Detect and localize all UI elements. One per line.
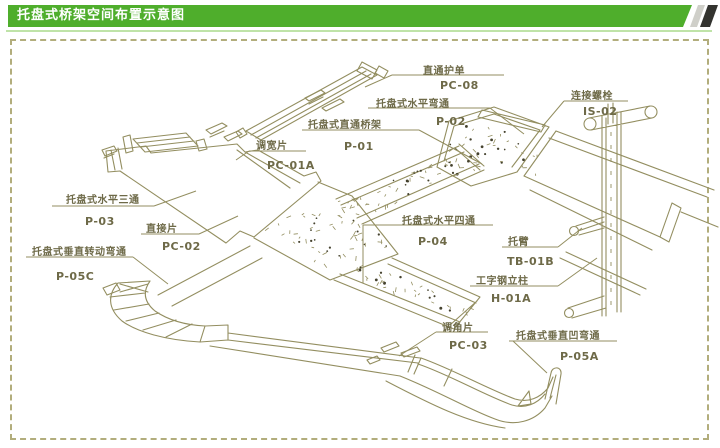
label-vertical-rotating-elbow-name: 托盘式垂直转动弯通	[32, 247, 127, 258]
curve-drawing	[102, 280, 422, 377]
label-horizontal-tee-code: P-03	[85, 215, 115, 228]
elbow-and-tray-drawing	[436, 106, 719, 296]
label-straight-tray-name: 托盘式直通桥架	[308, 120, 382, 131]
label-bracket-arm-name: 托臂	[508, 237, 529, 248]
label-horizontal-tee-name: 托盘式水平三通	[66, 195, 140, 206]
horizontal-cross-drawing	[157, 143, 485, 330]
label-vertical-rotating-elbow-code: P-05C	[56, 270, 95, 283]
perforation-speckles	[264, 124, 538, 316]
label-horizontal-cross-name: 托盘式水平四通	[402, 216, 476, 227]
label-direct-connect-piece-name: 直接片	[146, 224, 178, 235]
page-title: 托盘式桥架空间布置示意图	[17, 8, 186, 23]
label-vertical-concave-elbow-code: P-05A	[560, 350, 599, 363]
dashed-frame	[10, 39, 709, 440]
label-connecting-bolt-code: IS-02	[583, 105, 618, 118]
connector-pieces-drawing	[101, 89, 345, 159]
label-angle-adjust-piece-code: PC-03	[449, 339, 488, 352]
horizontal-tee-drawing	[105, 132, 322, 244]
label-straight-cover-code: PC-08	[440, 79, 479, 92]
label-direct-connect-piece-code: PC-02	[162, 240, 201, 253]
column-drawing	[563, 102, 658, 319]
label-bracket-arm-code: TB-01B	[507, 255, 555, 268]
label-horizontal-elbow-name: 托盘式水平弯通	[376, 99, 450, 110]
label-straight-tray-code: P-01	[344, 140, 374, 153]
straight-cover-drawing	[235, 61, 389, 141]
leader-lines	[26, 74, 628, 374]
label-angle-adjust-piece-name: 调角片	[442, 323, 474, 334]
title-bar: 托盘式桥架空间布置示意图	[8, 5, 692, 27]
concave-elbow-drawing	[366, 341, 562, 429]
label-straight-cover-name: 直通护单	[423, 66, 465, 77]
label-i-beam-column-code: H-01A	[491, 292, 532, 305]
label-connecting-bolt-name: 连接螺栓	[571, 91, 613, 102]
label-width-adjust-piece-code: PC-01A	[267, 159, 315, 172]
label-vertical-concave-elbow-name: 托盘式垂直凹弯通	[516, 331, 600, 342]
header-separator	[6, 30, 712, 32]
label-horizontal-cross-code: P-04	[418, 235, 448, 248]
label-width-adjust-piece-name: 调宽片	[256, 141, 288, 152]
label-horizontal-elbow-code: P-02	[436, 115, 466, 128]
label-i-beam-column-name: 工字钢立柱	[476, 276, 529, 287]
